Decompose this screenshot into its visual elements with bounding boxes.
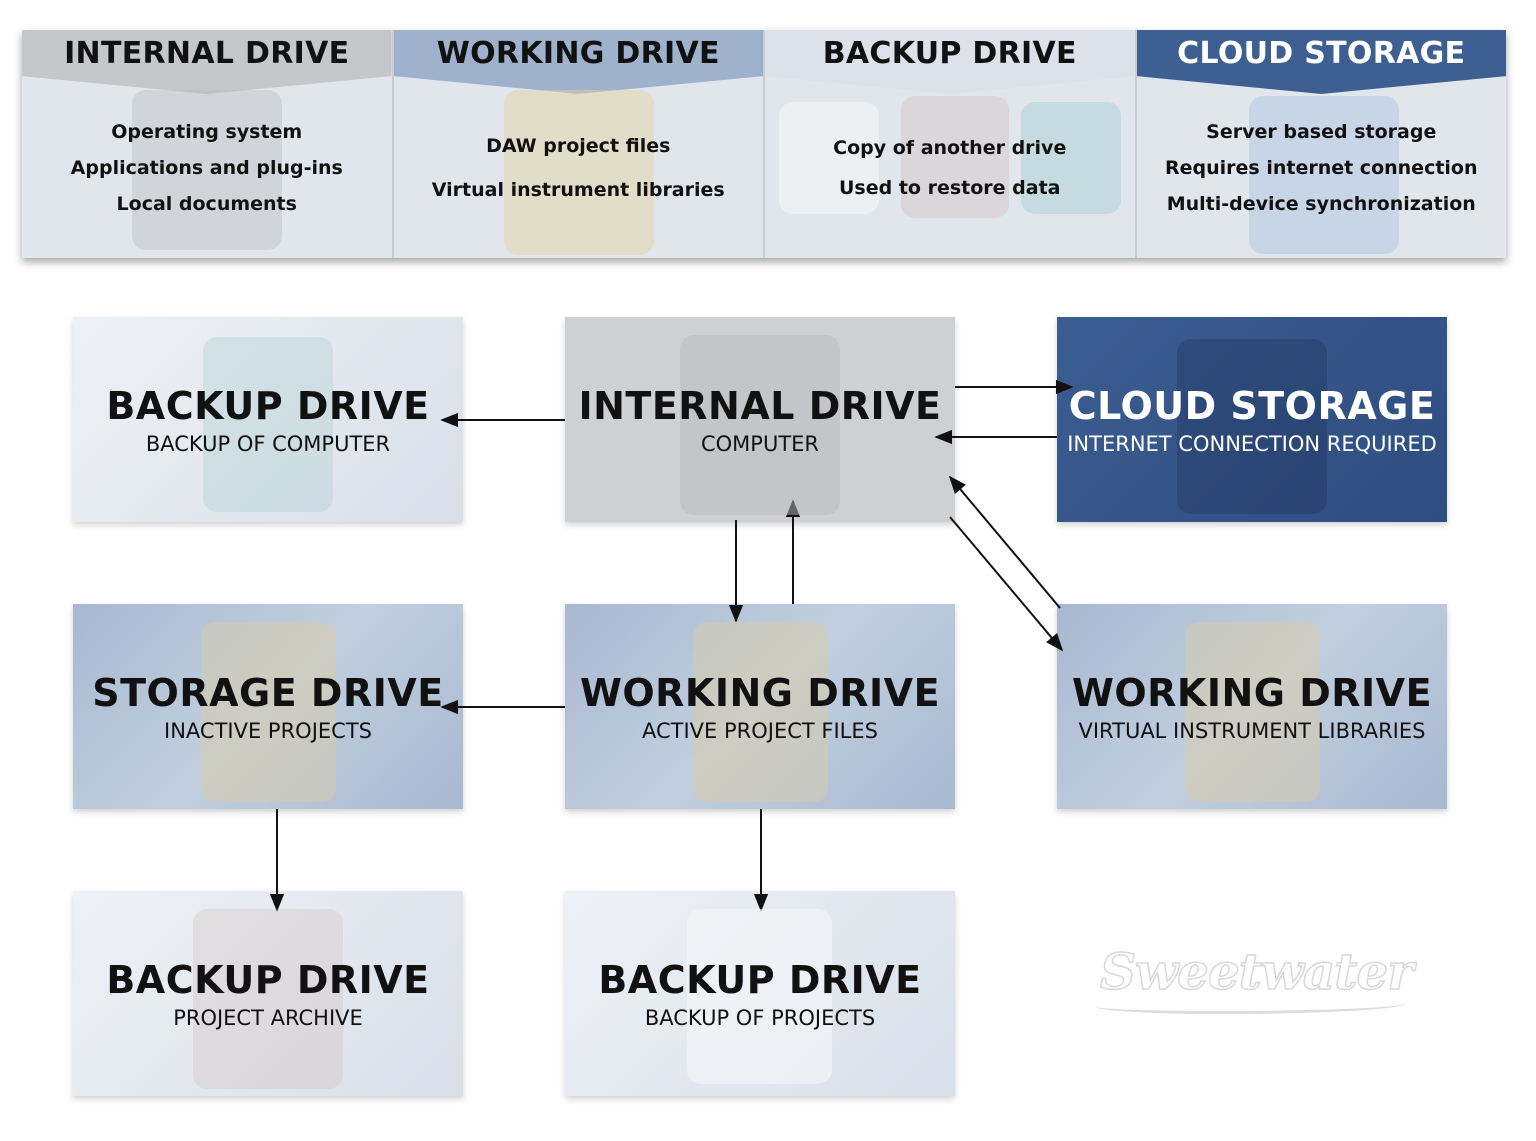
logo-swoosh <box>1096 996 1406 1014</box>
legend-cloud-storage: CLOUD STORAGE Server based storage Requi… <box>1136 30 1506 258</box>
node-title: CLOUD STORAGE <box>1068 383 1436 428</box>
time-machine-icon <box>1021 102 1121 214</box>
node-title: STORAGE DRIVE <box>92 670 444 715</box>
working-drive-icon <box>693 622 828 802</box>
legend-line: Operating system <box>111 121 303 143</box>
legend-line: Local documents <box>116 193 297 215</box>
arrow-internal-to-libraries <box>949 516 1064 652</box>
node-title: BACKUP DRIVE <box>106 957 430 1002</box>
legend-internal-drive: INTERNAL DRIVE Operating system Applicat… <box>22 30 394 258</box>
legend-line: Used to restore data <box>839 177 1061 199</box>
drawer-icon <box>901 96 1009 218</box>
legend-title: INTERNAL DRIVE <box>64 36 350 71</box>
arrow-libraries-to-internal <box>948 475 1061 609</box>
node-subtitle: BACKUP OF COMPUTER <box>145 431 391 456</box>
legend-backup-drive: BACKUP DRIVE Copy of another drive Used … <box>765 30 1137 258</box>
node-storage-drive: STORAGE DRIVE INACTIVE PROJECTS <box>73 604 463 809</box>
legend-header: CLOUD STORAGE <box>1136 30 1506 94</box>
node-subtitle: INTERNET CONNECTION REQUIRED <box>1067 431 1437 456</box>
legend-title: WORKING DRIVE <box>436 36 720 71</box>
legend-line: DAW project files <box>486 135 671 157</box>
legend-title: CLOUD STORAGE <box>1177 36 1466 71</box>
backup-drive-icon <box>687 909 832 1084</box>
cloud-drive-icon <box>1177 339 1327 514</box>
node-subtitle: VIRTUAL INSTRUMENT LIBRARIES <box>1078 718 1426 743</box>
legend-line: Copy of another drive <box>833 137 1067 159</box>
internal-drive-icon <box>680 335 840 515</box>
drawer-icon <box>193 909 343 1089</box>
working-drive-icon <box>201 622 336 802</box>
legend-line: Applications and plug-ins <box>70 157 343 179</box>
working-drive-icon <box>503 90 654 255</box>
node-working-drive-libraries: WORKING DRIVE VIRTUAL INSTRUMENT LIBRARI… <box>1057 604 1447 809</box>
working-drive-icon <box>1185 622 1320 802</box>
node-title: WORKING DRIVE <box>1071 670 1433 715</box>
node-title: WORKING DRIVE <box>579 670 941 715</box>
legend-line: Server based storage <box>1206 121 1437 143</box>
node-backup-projects: BACKUP DRIVE BACKUP OF PROJECTS <box>565 891 955 1096</box>
node-subtitle: COMPUTER <box>700 431 820 456</box>
node-title: BACKUP DRIVE <box>598 957 922 1002</box>
legend-line: Virtual instrument libraries <box>431 179 725 201</box>
node-cloud-storage: CLOUD STORAGE INTERNET CONNECTION REQUIR… <box>1057 317 1447 522</box>
node-backup-archive: BACKUP DRIVE PROJECT ARCHIVE <box>73 891 463 1096</box>
node-subtitle: BACKUP OF PROJECTS <box>644 1005 876 1030</box>
cloud-drive-icon <box>1248 96 1399 254</box>
node-title: BACKUP DRIVE <box>106 383 430 428</box>
time-machine-icon <box>203 337 333 512</box>
node-title: INTERNAL DRIVE <box>578 383 942 428</box>
node-subtitle: PROJECT ARCHIVE <box>173 1005 363 1030</box>
node-internal-drive: INTERNAL DRIVE COMPUTER <box>565 317 955 522</box>
node-subtitle: INACTIVE PROJECTS <box>164 718 372 743</box>
legend-line: Multi-device synchronization <box>1166 193 1476 215</box>
internal-drive-icon <box>132 90 282 250</box>
node-backup-computer: BACKUP DRIVE BACKUP OF COMPUTER <box>73 317 463 522</box>
node-subtitle: ACTIVE PROJECT FILES <box>642 718 878 743</box>
node-working-drive-active: WORKING DRIVE ACTIVE PROJECT FILES <box>565 604 955 809</box>
legend-working-drive: WORKING DRIVE DAW project files Virtual … <box>393 30 765 258</box>
backup-drive-icon <box>779 102 879 214</box>
drive-type-legend: INTERNAL DRIVE Operating system Applicat… <box>22 30 1506 258</box>
sweetwater-logo: Sweetwater <box>1099 941 1414 1002</box>
legend-title: BACKUP DRIVE <box>822 36 1077 71</box>
legend-line: Requires internet connection <box>1164 157 1478 179</box>
